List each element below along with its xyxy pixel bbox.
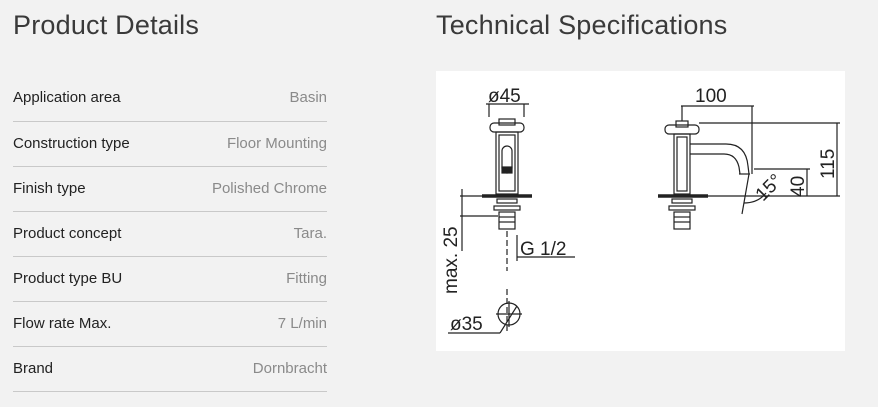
spec-key: Product type BU	[13, 269, 123, 287]
spec-key: Brand	[13, 359, 54, 377]
side-view-drawing	[658, 105, 840, 230]
spec-key: Application area	[13, 89, 121, 107]
table-row: Finish type Polished Chrome	[13, 166, 327, 211]
technical-specifications-heading: Technical Specifications	[436, 10, 728, 40]
spec-value: Floor Mounting	[226, 134, 327, 152]
table-row: Application area Basin	[13, 76, 327, 121]
spec-value: Polished Chrome	[211, 179, 327, 197]
spec-key: Product concept	[13, 224, 122, 242]
technical-specifications-section: Technical Specifications	[436, 0, 856, 351]
table-row: Product type BU Fitting	[13, 256, 327, 301]
height-total-label: 115	[818, 149, 839, 179]
spec-value: Tara.	[293, 224, 327, 242]
front-view-drawing	[448, 103, 575, 334]
height-max-label: max. 25	[441, 226, 462, 294]
table-row: Brand Dornbracht	[13, 346, 327, 391]
spout-height-label: 40	[788, 176, 809, 197]
technical-drawing: ø45 max. 25 G 1/2 ø35 100 115 40 15°	[436, 71, 845, 351]
diameter-bottom-label: ø35	[450, 314, 483, 335]
spec-key: Flow rate Max.	[13, 314, 112, 332]
product-details-table: Application area Basin Construction type…	[13, 76, 327, 392]
table-row: Flow rate Max. 7 L/min	[13, 301, 327, 346]
spec-value: Basin	[289, 89, 327, 107]
technical-drawing-svg: ø45 max. 25 G 1/2 ø35 100 115 40 15°	[441, 86, 840, 335]
table-row: Product concept Tara.	[13, 211, 327, 256]
thread-label: G 1/2	[520, 239, 566, 260]
product-details-section: Product Details Application area Basin C…	[13, 0, 327, 392]
spec-value: Fitting	[286, 269, 327, 287]
spec-key: Finish type	[13, 179, 86, 197]
spec-value: Dornbracht	[252, 359, 327, 377]
spout-length-label: 100	[695, 86, 727, 107]
table-row: Construction type Floor Mounting	[13, 121, 327, 166]
spec-key: Construction type	[13, 134, 130, 152]
spec-value: 7 L/min	[277, 314, 327, 332]
diameter-top-label: ø45	[488, 86, 521, 107]
product-details-heading: Product Details	[13, 10, 200, 40]
